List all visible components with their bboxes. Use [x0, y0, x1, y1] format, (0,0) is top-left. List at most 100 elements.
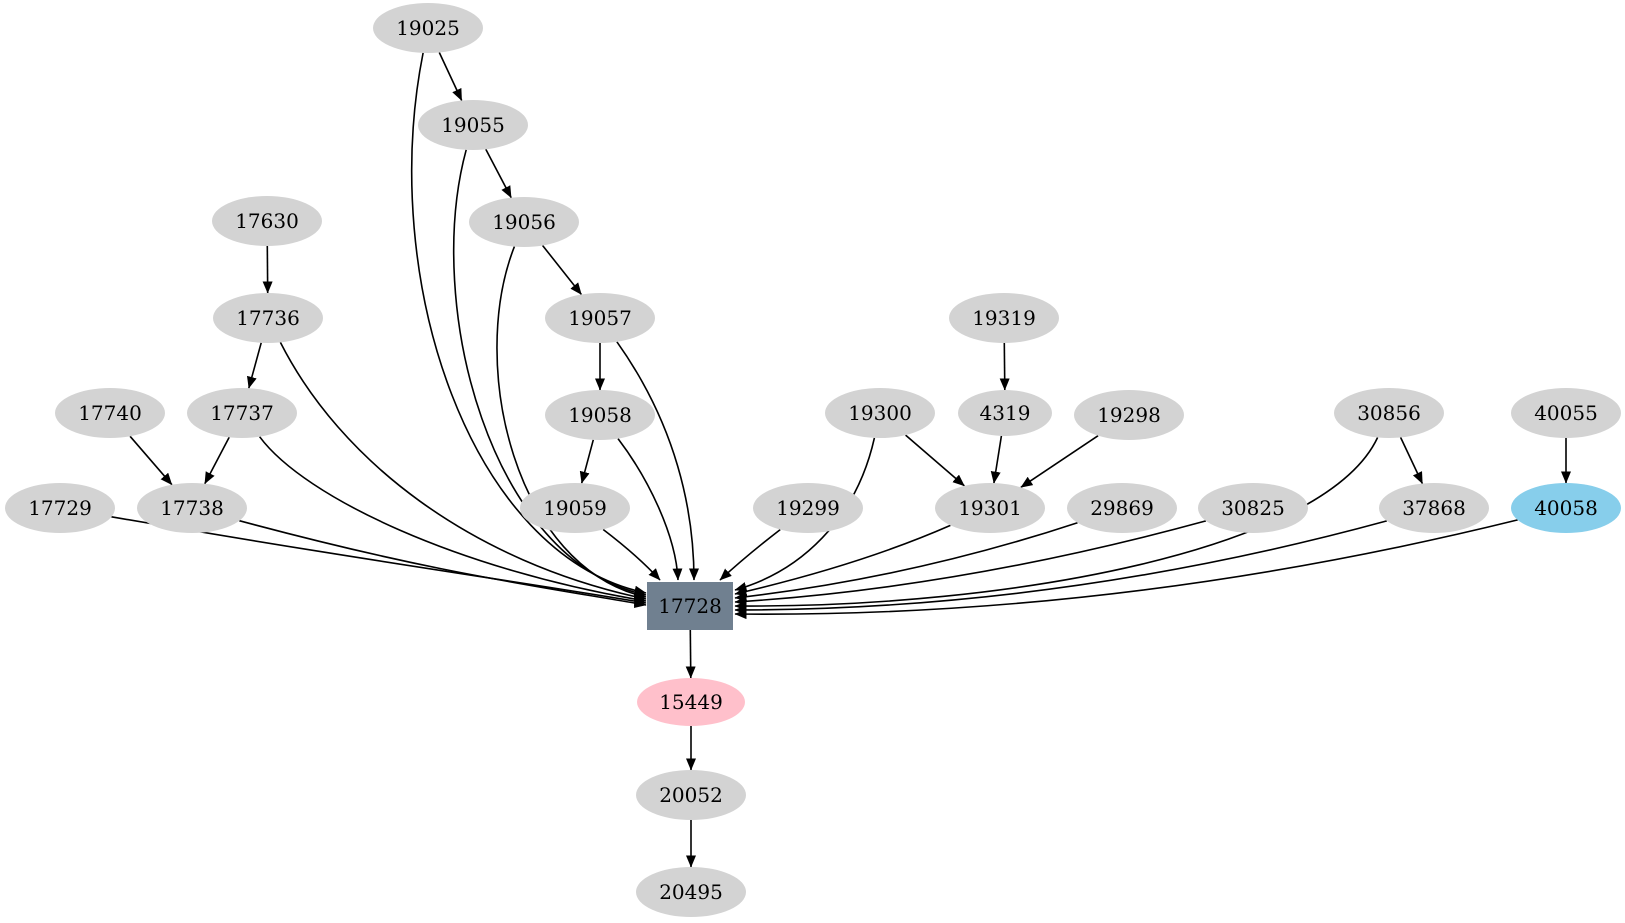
node-shape-30825 [1198, 483, 1308, 533]
node-label-17740: 17740 [78, 401, 142, 425]
edge-17729-17728 [111, 516, 647, 607]
node-label-19058: 19058 [568, 403, 632, 427]
node-19058: 19058 [545, 390, 655, 440]
edge-37868-17728 [734, 520, 1388, 615]
edge-19025-17728 [411, 52, 647, 596]
node-label-29869: 29869 [1090, 496, 1154, 520]
edge-19055-19056 [485, 148, 512, 199]
edge-19025-19055 [438, 52, 463, 101]
edge-17738-17728 [239, 519, 647, 608]
node-17728: 17728 [647, 582, 733, 630]
node-shape-17740 [55, 388, 165, 438]
node-label-19298: 19298 [1097, 403, 1161, 427]
node-40058: 40058 [1511, 483, 1621, 533]
node-label-19300: 19300 [848, 401, 912, 425]
node-17630: 17630 [212, 196, 322, 246]
node-shape-19299 [753, 483, 863, 533]
node-shape-17728 [647, 582, 733, 630]
edge-19058-19059 [579, 439, 595, 484]
node-shape-4319 [958, 390, 1052, 436]
node-19056: 19056 [469, 197, 579, 247]
edge-19059-17728 [602, 528, 661, 581]
edge-30856-17728 [734, 437, 1379, 612]
edge-17737-17728 [258, 436, 647, 605]
node-label-17736: 17736 [236, 306, 300, 330]
edge-19301-17728 [734, 524, 951, 597]
node-label-17737: 17737 [210, 401, 274, 425]
node-shape-15449 [637, 678, 745, 726]
node-20052: 20052 [636, 770, 746, 820]
node-29869: 29869 [1067, 483, 1177, 533]
node-label-19055: 19055 [441, 113, 505, 137]
node-shape-19056 [469, 197, 579, 247]
node-label-20052: 20052 [659, 783, 723, 807]
node-40055: 40055 [1511, 388, 1621, 438]
node-label-19059: 19059 [543, 496, 607, 520]
edge-17736-17728 [279, 342, 647, 602]
node-19055: 19055 [418, 100, 528, 150]
node-shape-19301 [935, 483, 1045, 533]
node-19298: 19298 [1074, 390, 1184, 440]
node-4319: 4319 [958, 390, 1052, 436]
node-shape-19298 [1074, 390, 1184, 440]
node-shape-19300 [825, 388, 935, 438]
node-shape-19057 [545, 293, 655, 343]
node-label-37868: 37868 [1402, 496, 1466, 520]
node-label-19025: 19025 [396, 16, 460, 40]
node-label-17630: 17630 [235, 209, 299, 233]
node-layer: 19025 19055 17630 19056 17736 19057 19319 17740… [5, 3, 1621, 917]
node-label-40058: 40058 [1534, 496, 1598, 520]
edge-19057-17728 [616, 341, 699, 581]
node-19059: 19059 [520, 483, 630, 533]
edge-17737-17738 [204, 436, 230, 485]
node-label-17738: 17738 [160, 496, 224, 520]
edge-19056-17728 [496, 246, 647, 600]
node-19057: 19057 [545, 293, 655, 343]
edge-17736-17737 [247, 342, 262, 389]
edge-40058-17728 [734, 519, 1518, 620]
node-shape-19319 [949, 293, 1059, 343]
node-label-20495: 20495 [659, 880, 723, 904]
node-label-19056: 19056 [492, 210, 556, 234]
edge-19299-17728 [719, 528, 781, 581]
edge-19300-17728 [734, 437, 876, 592]
node-shape-20495 [636, 867, 746, 917]
node-label-40055: 40055 [1534, 401, 1598, 425]
node-shape-19058 [545, 390, 655, 440]
node-19319: 19319 [949, 293, 1059, 343]
edge-17740-17738 [129, 435, 173, 486]
node-15449: 15449 [637, 678, 745, 726]
edge-19300-19301 [905, 434, 965, 487]
edge-19056-19057 [541, 245, 583, 295]
edge-19298-19301 [1020, 435, 1099, 488]
node-shape-40058 [1511, 483, 1621, 533]
node-19299: 19299 [753, 483, 863, 533]
node-shape-17630 [212, 196, 322, 246]
node-shape-20052 [636, 770, 746, 820]
edge-19319-4319 [999, 342, 1010, 391]
edge-29869-17728 [734, 521, 1078, 602]
node-label-19057: 19057 [568, 306, 632, 330]
edge-30856-37868 [1399, 437, 1424, 485]
node-shape-17737 [187, 388, 297, 438]
node-label-4319: 4319 [980, 401, 1031, 425]
node-17729: 17729 [5, 483, 115, 533]
node-37868: 37868 [1379, 483, 1489, 533]
node-shape-19055 [418, 100, 528, 150]
node-label-15449: 15449 [659, 690, 723, 714]
node-17736: 17736 [213, 293, 323, 343]
node-shape-17729 [5, 483, 115, 533]
node-17740: 17740 [55, 388, 165, 438]
node-label-17729: 17729 [28, 496, 92, 520]
node-17738: 17738 [137, 483, 247, 533]
node-label-19319: 19319 [972, 306, 1036, 330]
node-shape-17736 [213, 293, 323, 343]
node-label-19301: 19301 [958, 496, 1022, 520]
node-19300: 19300 [825, 388, 935, 438]
edge-19058-17728 [617, 438, 683, 581]
node-shape-19025 [373, 3, 483, 53]
node-shape-19059 [520, 483, 630, 533]
node-shape-30856 [1334, 388, 1444, 438]
